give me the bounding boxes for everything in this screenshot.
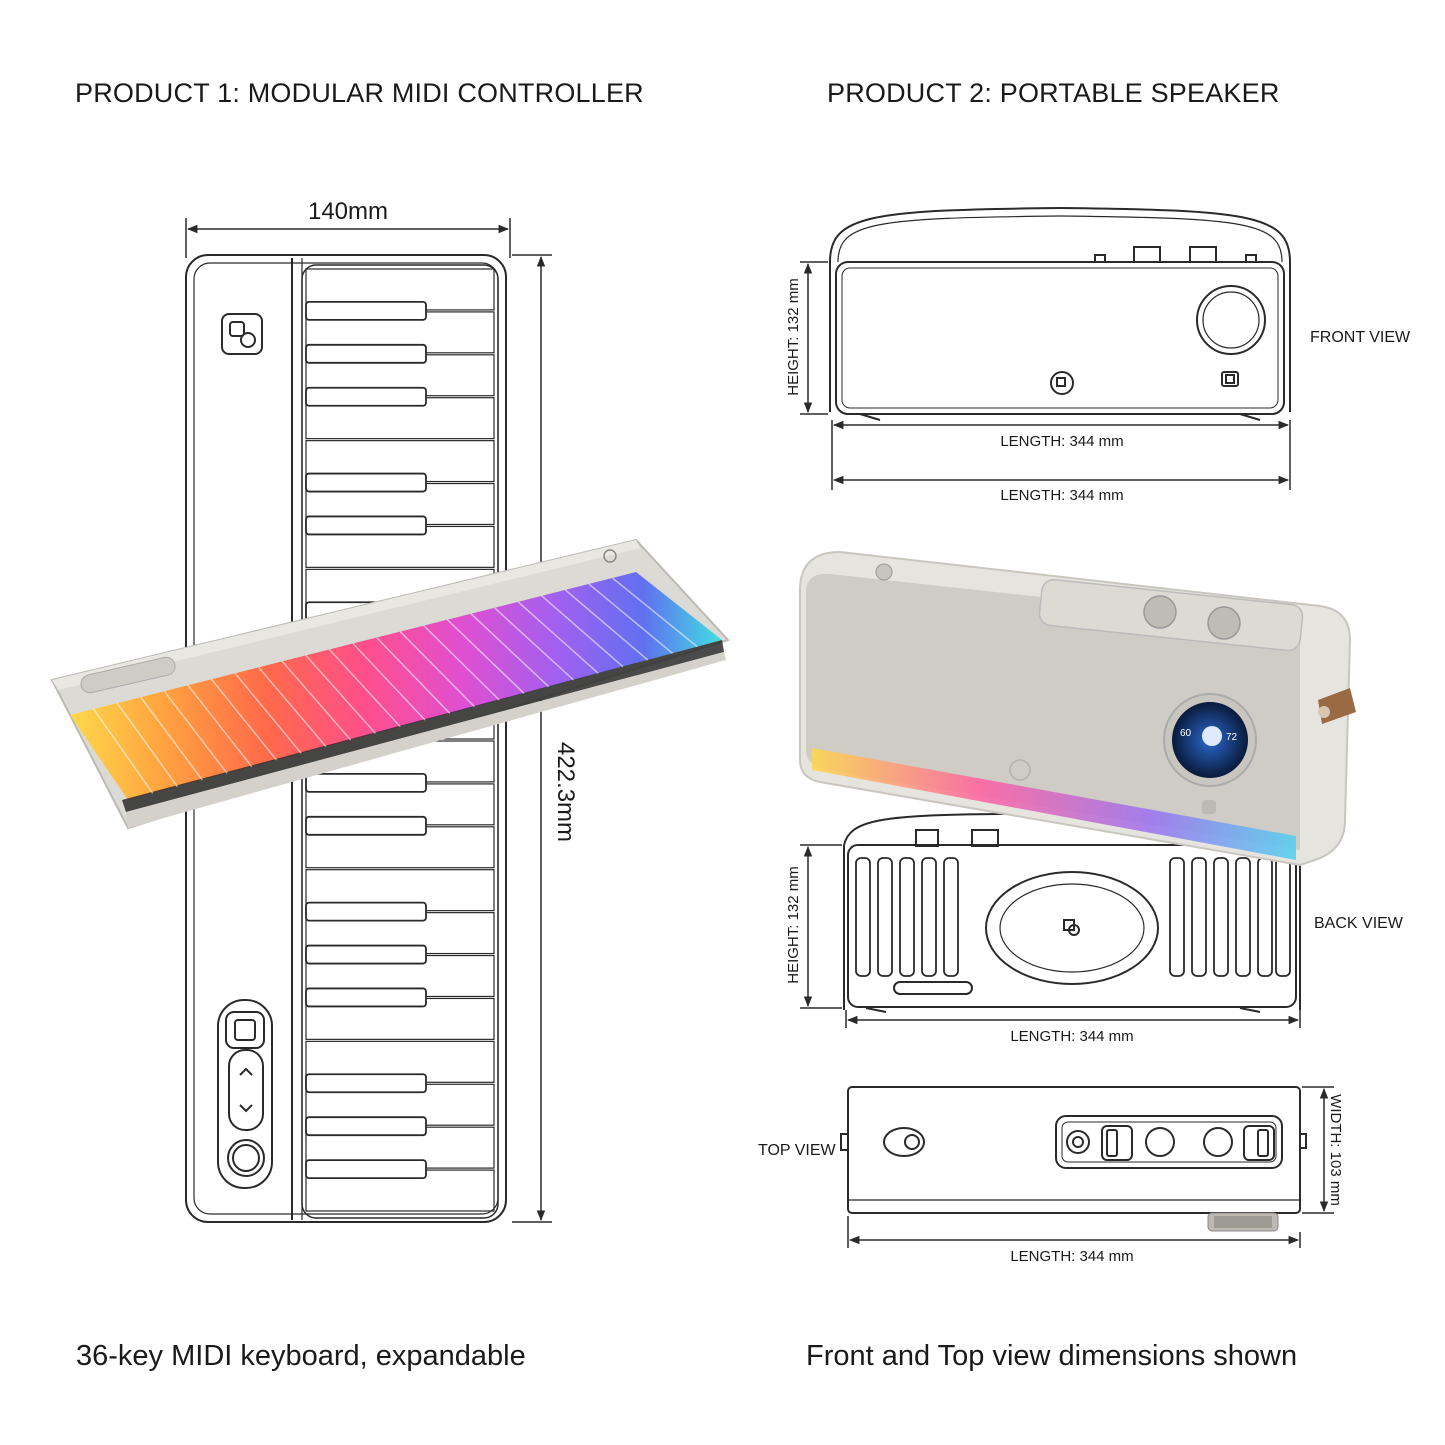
back-view-label: BACK VIEW	[1314, 915, 1404, 932]
vent-slat	[1275, 857, 1291, 977]
black-key	[305, 343, 427, 364]
vent-slat	[877, 857, 893, 977]
keyboard-width-dimension	[185, 218, 511, 258]
front-view-height-label: HEIGHT: 132 mm	[785, 278, 802, 396]
speaker-front-view-drawing	[829, 206, 1291, 421]
render-key-divider	[493, 607, 575, 681]
black-key	[305, 987, 427, 1008]
black-key	[305, 815, 427, 836]
render-key-divider	[376, 637, 451, 714]
render-key-divider	[352, 642, 426, 721]
back-view-height-label: HEIGHT: 132 mm	[785, 866, 802, 984]
product2-caption: Front and Top view dimensions shown	[806, 1340, 1298, 1372]
black-key	[305, 773, 427, 793]
render-key-divider	[140, 696, 203, 781]
front-view-length-label-1: LENGTH: 344 mm	[1000, 433, 1123, 450]
top-view-length-label: LENGTH: 344 mm	[1010, 1248, 1133, 1265]
vent-slat	[855, 857, 871, 977]
front-view-dimensions	[800, 261, 1291, 490]
keyboard-product-render	[50, 538, 730, 830]
render-key-divider	[281, 660, 352, 741]
keyboard-width-label: 140mm	[308, 198, 388, 225]
black-key	[305, 301, 427, 321]
render-key-divider	[399, 631, 476, 708]
speaker-screen-left-value: 60	[1180, 728, 1192, 739]
speaker-top-view-drawing	[840, 1086, 1307, 1214]
keyboard-logo-icon	[221, 313, 263, 355]
back-view-length-label: LENGTH: 344 mm	[1010, 1028, 1133, 1045]
render-key-divider	[541, 595, 624, 668]
black-key	[305, 472, 427, 493]
keyboard-length-dimension	[512, 254, 552, 1223]
vent-slat	[1235, 857, 1251, 977]
keyboard-render-key-dividers	[92, 577, 698, 794]
top-view-dimensions	[847, 1086, 1334, 1248]
vent-slat	[1169, 857, 1185, 977]
speaker-screen-right-value: 72	[1226, 732, 1238, 743]
render-key-divider	[446, 619, 525, 694]
speaker-product-render: 60 72	[799, 550, 1356, 867]
black-key	[305, 944, 427, 965]
back-view-dimensions	[800, 844, 1301, 1028]
render-key-divider	[564, 589, 649, 661]
vent-slat	[921, 857, 937, 977]
render-key-divider	[234, 672, 302, 754]
keyboard-length-label: 422.3mm	[552, 742, 579, 842]
black-key	[305, 1073, 427, 1094]
front-view-length-label-2: LENGTH: 344 mm	[1000, 487, 1123, 504]
product1-caption: 36-key MIDI keyboard, expandable	[76, 1340, 526, 1372]
product2-heading: PRODUCT 2: PORTABLE SPEAKER	[827, 78, 1280, 108]
top-view-width-label: WIDTH: 103 mm	[1327, 1094, 1344, 1206]
render-key-divider	[611, 577, 698, 648]
vent-slat	[899, 857, 915, 977]
top-view-knob-render	[1207, 1212, 1279, 1232]
render-key-divider	[470, 613, 550, 688]
render-key-divider	[588, 583, 673, 654]
front-view-label: FRONT VIEW	[1310, 329, 1411, 346]
render-key-divider	[210, 678, 278, 761]
render-key-divider	[187, 684, 253, 768]
black-key	[305, 1116, 427, 1137]
render-key-divider	[116, 702, 179, 788]
render-key-divider	[258, 666, 327, 748]
render-key-divider	[163, 690, 228, 774]
vent-slat	[1191, 857, 1207, 977]
product1-heading: PRODUCT 1: MODULAR MIDI CONTROLLER	[75, 78, 644, 108]
keyboard-control-panel	[217, 999, 273, 1189]
black-key	[305, 901, 427, 922]
render-key-divider	[517, 601, 599, 674]
render-key-divider	[305, 654, 377, 734]
black-key	[305, 386, 427, 407]
top-view-label: TOP VIEW	[758, 1142, 837, 1159]
black-key	[305, 515, 427, 536]
render-key-divider	[423, 625, 500, 701]
render-key-divider	[328, 648, 401, 728]
render-key-divider	[92, 708, 154, 794]
black-key	[305, 1159, 427, 1179]
vent-slat	[1213, 857, 1229, 977]
vent-slat	[943, 857, 959, 977]
vent-slat	[1257, 857, 1273, 977]
speaker-back-view-drawing	[843, 813, 1301, 1013]
back-view-vent-slats	[855, 857, 1291, 977]
